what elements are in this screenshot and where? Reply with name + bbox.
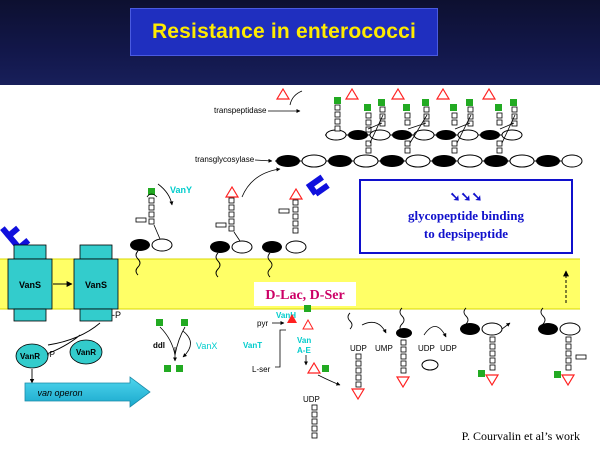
transpeptidase-label: transpeptidase [214,106,267,115]
lipid-precursor-4: UDP UDP [395,307,457,389]
vanx-label: VanX [196,341,217,351]
vans-sensor-1: VanS [7,244,53,322]
lipid-precursor-5 [460,307,511,387]
van-operon-label: van operon [37,388,82,398]
slide-title: Resistance in enterococci [151,20,417,43]
credit-text: P. Courvalin et al’s work [462,429,580,443]
vanh-vant-pathway: pyr VanH VanT L-ser Van A-E UDP [243,305,341,439]
glycan-chain-lower [275,154,583,168]
red-triangle-icon [302,318,314,330]
crosslink-bridges [367,114,516,144]
vany-label: VanY [170,185,192,195]
vanr-p-protein [15,343,49,369]
red-triangle-icon [350,388,366,401]
ddl-label: ddl [153,341,165,350]
vant-label: VanT [243,341,262,350]
dlac-dser-label-box: D-Lac, D-Ser [254,282,356,306]
glycopeptide-info-box: ➘➘➘ glycopeptide binding to depsipeptide [359,179,573,254]
transglycosylase-label: transglycosylase [195,155,255,164]
phospho-label-2: -P [47,350,55,359]
lipid-precursor-1: VanY [130,183,192,276]
vans-label-2: VanS [85,280,107,290]
red-triangle-icon [275,87,497,100]
glycopeptide-clip-icon [305,174,330,197]
vans-sensor-2: VanS -P [73,244,121,322]
peptide-stems [334,104,518,154]
udp-label-3: UDP [440,344,457,353]
glyco-line1: glycopeptide binding [408,208,524,223]
dlac-dser-label: D-Lac, D-Ser [265,288,344,303]
udp-label-4: UDP [303,395,320,404]
vanr-protein [69,339,103,365]
red-triangle-icon [560,374,576,387]
vanr-p-label: VanR [20,352,40,361]
red-triangle-icon [306,361,322,374]
title-box: Resistance in enterococci [130,8,438,56]
vanh-label: VanH [276,311,296,320]
green-square-icon [334,97,517,111]
resistance-diagram: transpeptidase transglycosylase VanY [0,87,587,443]
red-triangle-icon [287,314,297,323]
udp-label-1: UDP [350,344,367,353]
peptidoglycan-layer: transpeptidase transglycosylase [195,87,583,198]
van-ae-label-1: Van [297,336,311,345]
glycopeptide-clip-icon [0,225,31,253]
red-triangle-icon [395,376,411,389]
header-band: Resistance in enterococci [0,0,600,85]
glyco-line2: to depsipeptide [424,226,508,241]
udp-label-2: UDP [418,344,435,353]
lipid-precursor-6 [538,307,587,387]
phospho-label-1: -P [112,310,121,320]
red-triangle-icon [224,185,240,198]
pyr-label: pyr [257,319,268,328]
lser-label: L-ser [252,365,271,374]
van-operon-arrow: van operon [24,376,151,408]
red-triangle-icon [484,374,500,387]
vanr-label: VanR [76,348,96,357]
van-ae-label-2: A-E [297,346,311,355]
ddl-reaction: ddl VanX [153,319,217,372]
lipid-precursor-3 [262,174,330,278]
red-triangle-icon [288,187,304,200]
vans-label-1: VanS [19,280,41,290]
lipid-precursor-2 [210,185,253,278]
glyco-arrows: ➘➘➘ [450,189,483,204]
glycan-chain-upper [325,129,523,141]
ump-label: UMP [375,344,393,353]
udp-precursor-1: UDP UMP [347,312,393,401]
